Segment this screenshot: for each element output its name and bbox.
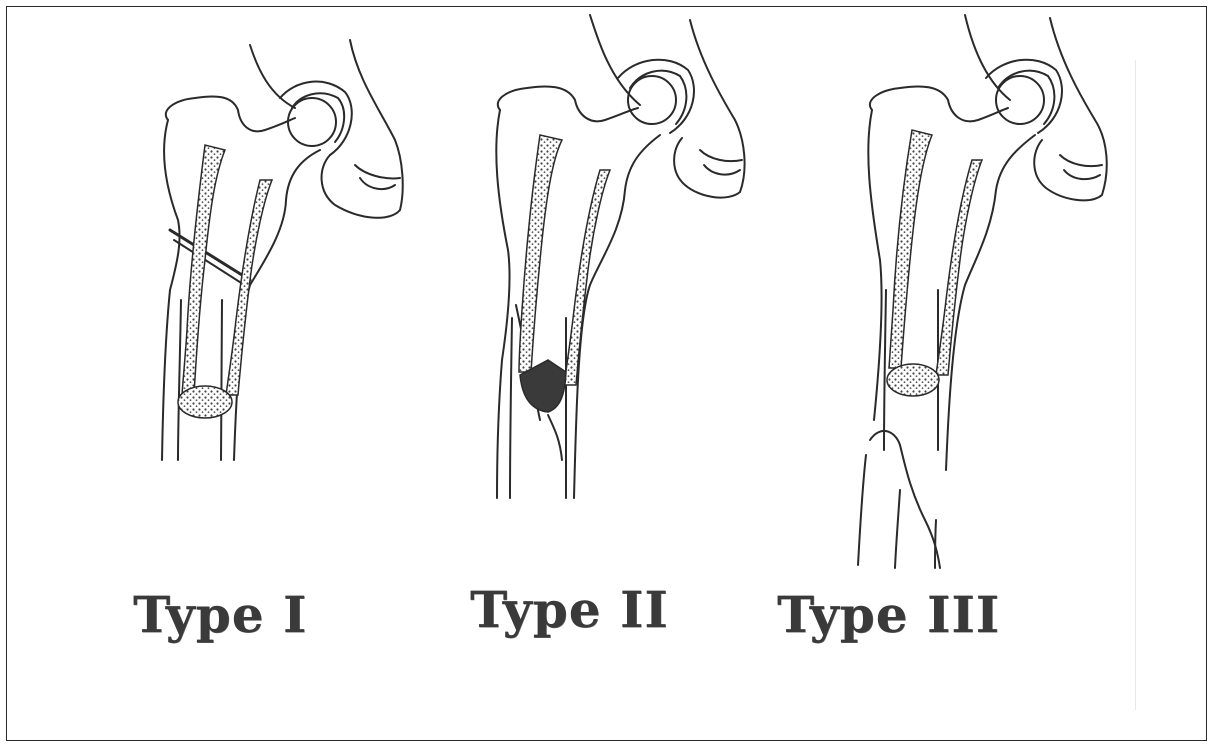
cement-mantle-type-3 <box>887 130 982 396</box>
cement-mantle-type-1 <box>178 145 272 418</box>
type-1-label: Type I <box>133 585 307 644</box>
scan-artifact-line <box>1135 60 1136 710</box>
cement-mantle-type-2 <box>519 135 610 412</box>
type-2-label: Type II <box>470 580 669 639</box>
type-3-label: Type III <box>777 585 1000 644</box>
